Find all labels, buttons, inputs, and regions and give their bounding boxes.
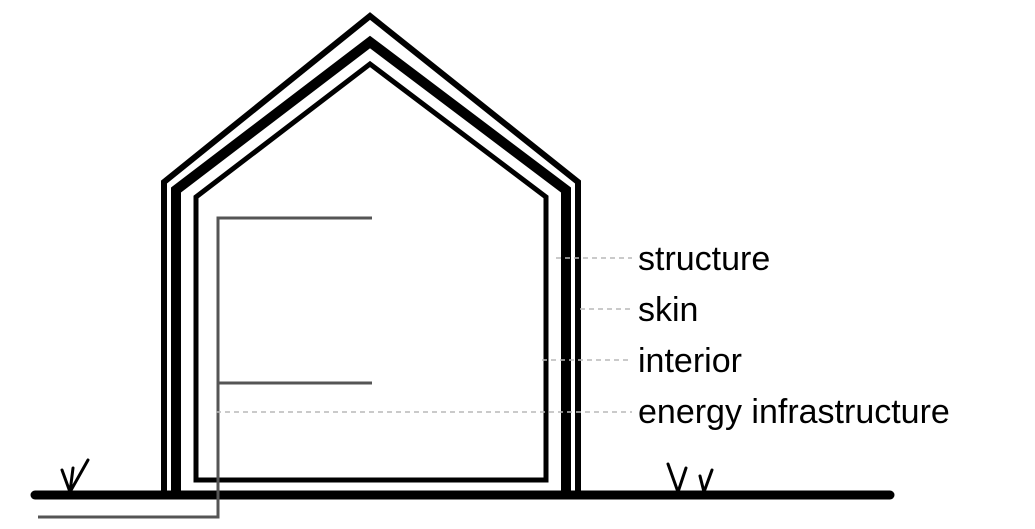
grass-tufts (60, 458, 714, 494)
energy-infrastructure-lines (38, 216, 372, 519)
grass-tuft-right-1 (666, 462, 688, 494)
grass-tuft-left (60, 458, 90, 494)
skin-label: skin (638, 291, 698, 329)
interior-label: interior (638, 342, 742, 380)
energy-infrastructure-label: energy infrastructure (638, 393, 950, 431)
infrastructure-upper-run (38, 216, 372, 519)
skin-outer-layer (161, 12, 581, 492)
structure-layer (171, 35, 571, 492)
grass-tuft-right-2 (698, 468, 714, 494)
structure-label: structure (638, 240, 770, 278)
interior-layer (193, 60, 549, 483)
